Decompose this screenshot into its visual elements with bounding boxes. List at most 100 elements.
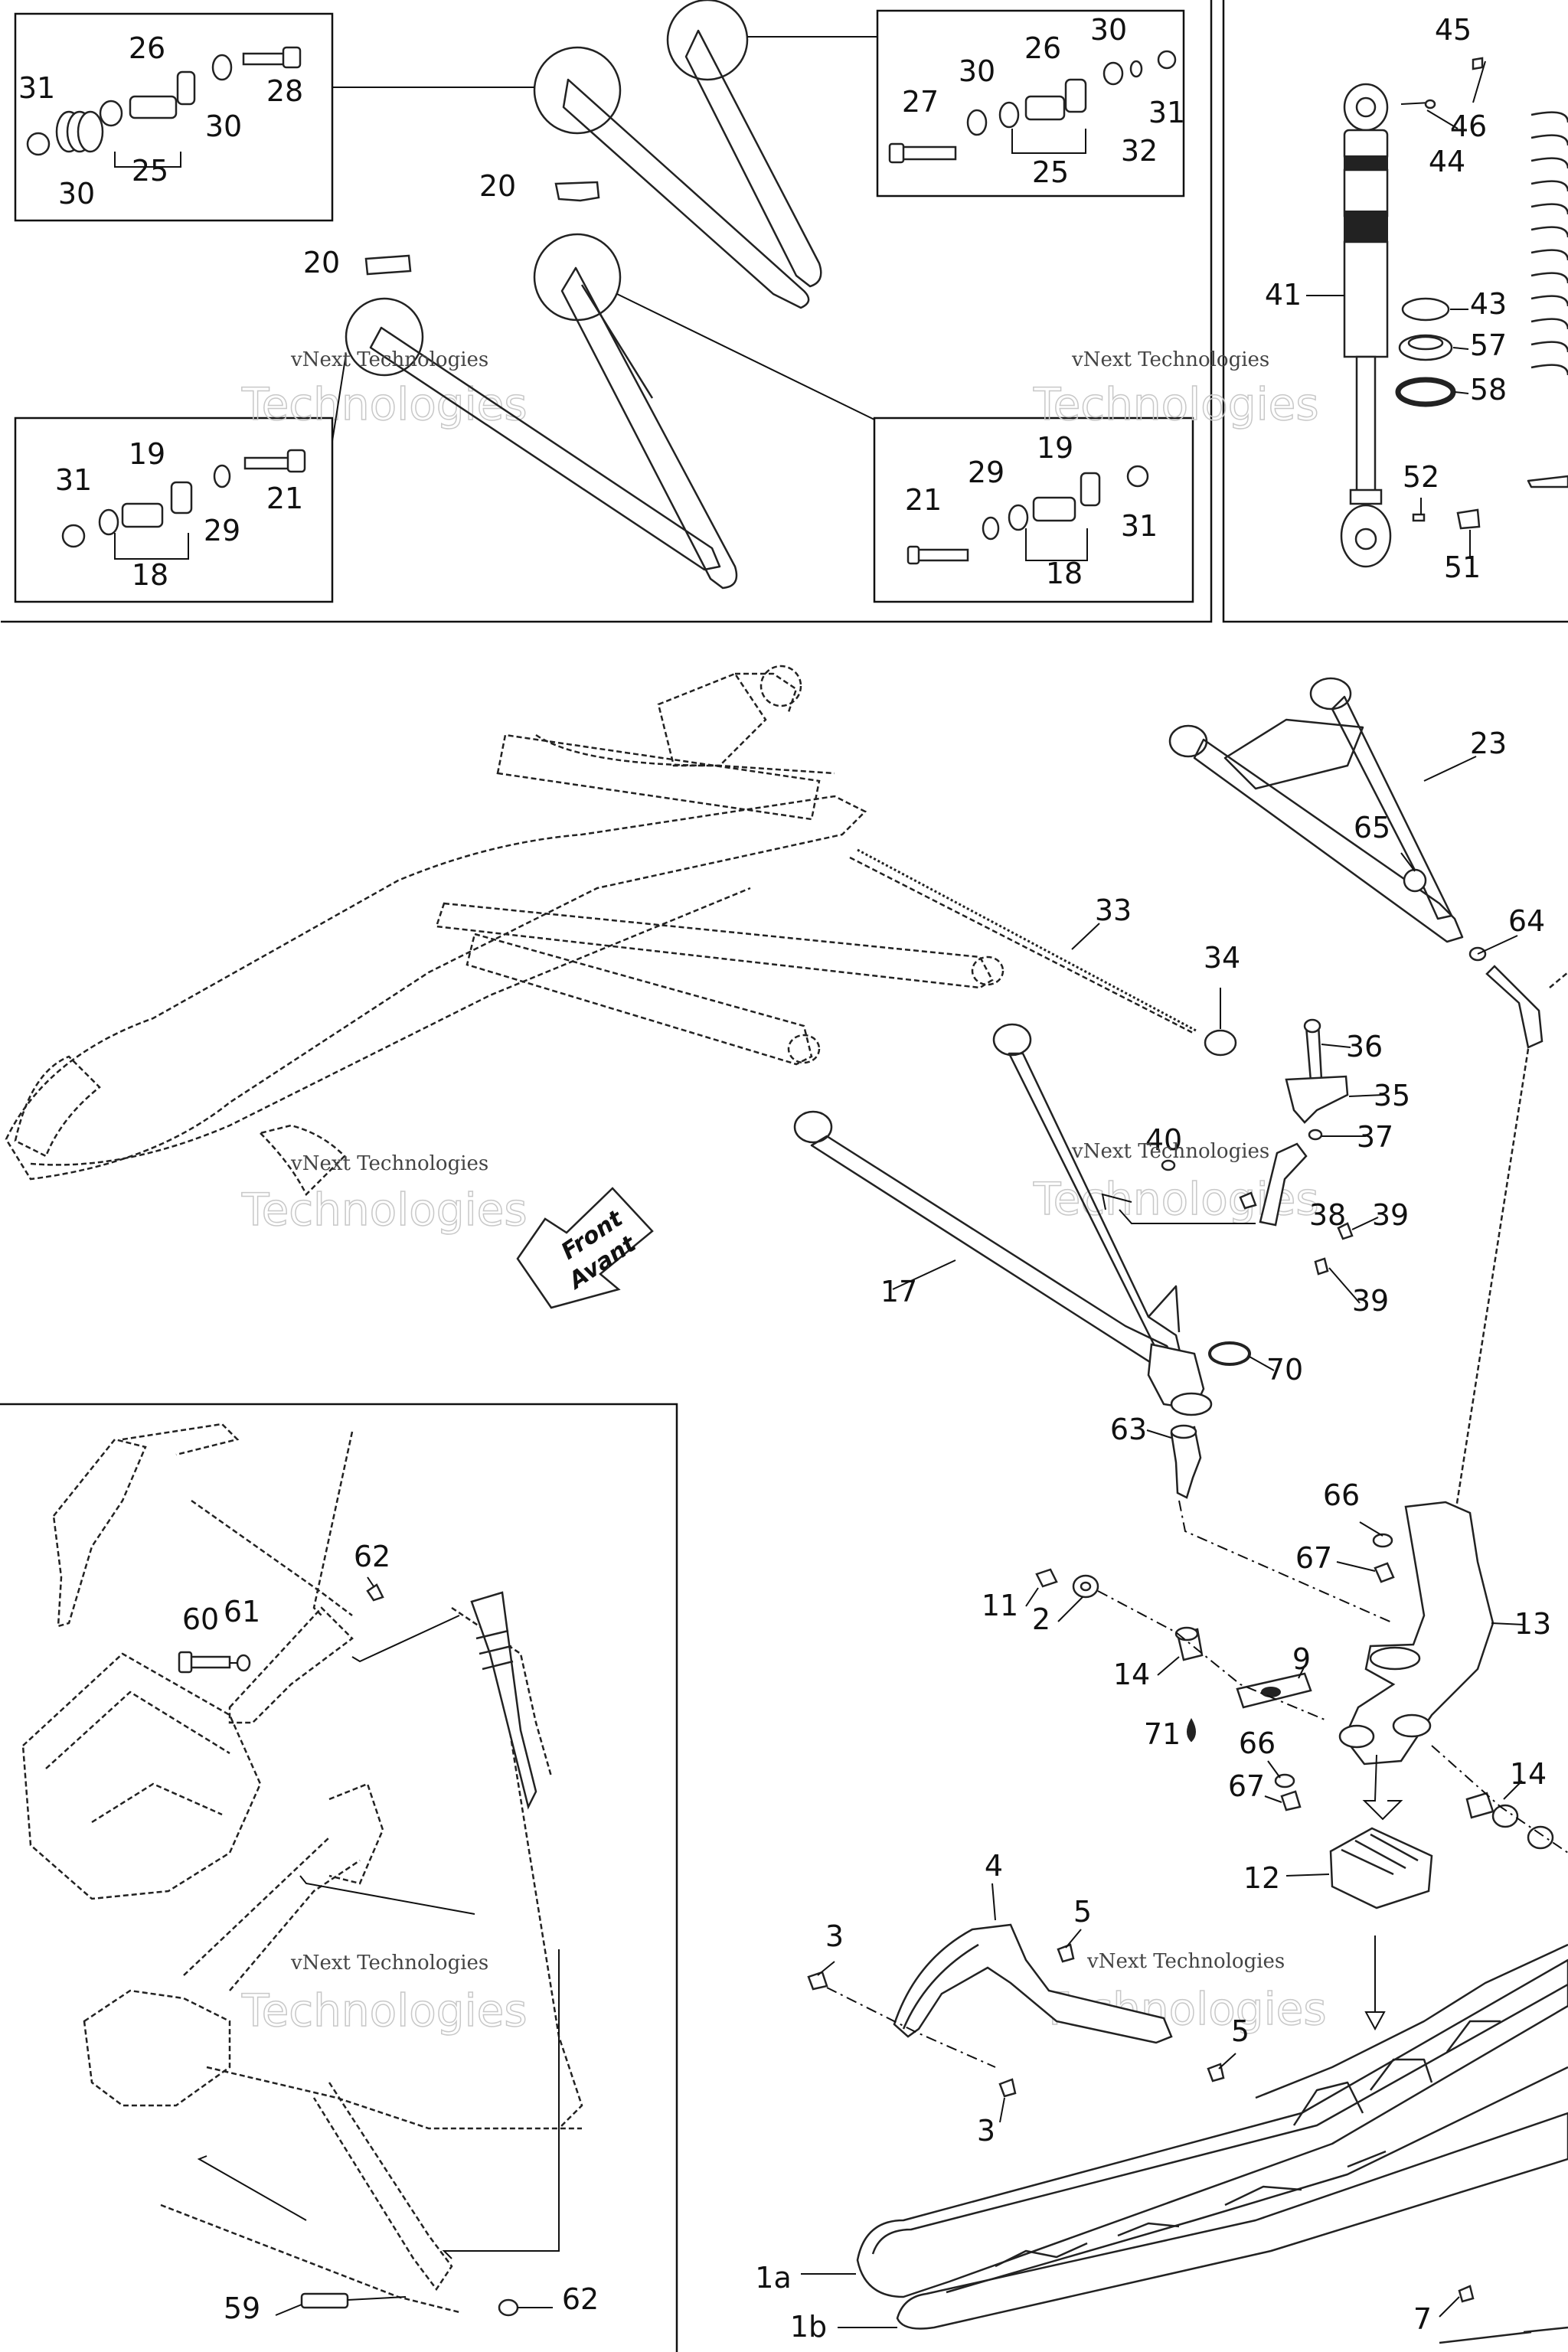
- callout-23: 23: [1470, 727, 1507, 760]
- callout-12: 12: [1243, 1861, 1280, 1895]
- callout-7: 7: [1413, 2302, 1432, 2336]
- callout-40: 40: [1145, 1123, 1182, 1157]
- callout-62b: 62: [562, 2282, 599, 2316]
- top-right-panel-border: [1222, 0, 1568, 623]
- watermark-4: vNext Technologies: [1071, 1140, 1269, 1163]
- callout-39b: 39: [1352, 1284, 1389, 1318]
- callout-5a: 5: [1073, 1895, 1092, 1929]
- watermark-6: vNext Technologies: [1086, 1950, 1285, 1973]
- inset-hardware-upper-right: [888, 50, 1177, 164]
- frame-inset-illustration: [21, 1423, 583, 2317]
- callout-63: 63: [1110, 1413, 1147, 1446]
- callout-30b: 30: [58, 177, 95, 211]
- watermark-2: vNext Technologies: [1071, 348, 1269, 371]
- callout-3b: 3: [977, 2114, 995, 2148]
- callout-19a: 19: [129, 437, 165, 471]
- callout-41: 41: [1265, 278, 1302, 312]
- callout-29a: 29: [204, 514, 240, 547]
- ski-loop-4: [807, 1883, 1236, 2123]
- detail-circle-1: [533, 46, 622, 135]
- callout-11: 11: [982, 1589, 1018, 1622]
- callout-46: 46: [1450, 109, 1487, 143]
- callout-52: 52: [1403, 460, 1439, 494]
- callout-65: 65: [1354, 811, 1390, 844]
- callout-37: 37: [1357, 1120, 1393, 1154]
- callout-39a: 39: [1372, 1198, 1409, 1232]
- callout-58: 58: [1470, 373, 1507, 407]
- bottom-left-panel-border: [0, 1403, 678, 2352]
- callout-51: 51: [1444, 550, 1481, 584]
- callout-36: 36: [1346, 1030, 1383, 1063]
- callout-43: 43: [1470, 287, 1507, 321]
- callout-14a: 14: [1113, 1658, 1150, 1691]
- callout-28: 28: [266, 74, 303, 108]
- detail-circle-4: [345, 297, 424, 377]
- callout-61: 61: [224, 1595, 260, 1628]
- upper-control-arm-23: [1168, 677, 1568, 1616]
- watermark-text-layer: vNext Technologies vNext Technologies vNex…: [290, 348, 1285, 1975]
- pivot-hardware: [1025, 1568, 1568, 1854]
- inset-hardware-lower-right: [906, 465, 1149, 565]
- callout-31a: 31: [18, 71, 55, 105]
- watermark-outline-layer: Technologies Technologies Technologies T…: [240, 377, 1327, 2037]
- callout-66b: 66: [1239, 1726, 1276, 1760]
- detail-circle-3: [533, 233, 622, 322]
- svg-text:Technologies: Technologies: [241, 1184, 528, 1236]
- callout-1b: 1b: [790, 2310, 827, 2344]
- callout-30d: 30: [1090, 13, 1127, 47]
- callout-14b: 14: [1510, 1757, 1547, 1791]
- callout-20b: 20: [303, 246, 340, 279]
- front-suspension-assembly: [5, 665, 1197, 1197]
- watermark-1: vNext Technologies: [290, 348, 488, 371]
- callout-21b: 21: [905, 483, 942, 517]
- wear-block-12: [1285, 1827, 1433, 2031]
- callout-9: 9: [1292, 1642, 1311, 1676]
- callout-70: 70: [1266, 1353, 1303, 1387]
- callout-35: 35: [1374, 1079, 1410, 1112]
- callout-3a: 3: [825, 1919, 844, 1953]
- callout-25b: 25: [1032, 155, 1069, 189]
- callout-44: 44: [1429, 145, 1465, 178]
- watermark-3: vNext Technologies: [290, 1152, 488, 1175]
- callout-30a: 30: [205, 109, 242, 143]
- callout-66a: 66: [1323, 1478, 1360, 1512]
- callout-31c: 31: [55, 463, 92, 497]
- inset-hardware-lower-left: [61, 449, 306, 560]
- callout-57: 57: [1470, 328, 1507, 362]
- sway-bar-linkage: [1101, 988, 1385, 1304]
- callout-1a: 1a: [755, 2261, 791, 2295]
- svg-text:Technologies: Technologies: [241, 1984, 528, 2037]
- callout-26a: 26: [129, 31, 165, 65]
- callout-18b: 18: [1046, 557, 1083, 590]
- callout-64: 64: [1508, 904, 1545, 938]
- callout-32: 32: [1121, 134, 1158, 168]
- inset-box-lower-right: [873, 416, 1194, 603]
- callout-4: 4: [985, 1849, 1003, 1883]
- callout-33: 33: [1095, 893, 1132, 927]
- ski-assembly: [801, 1943, 1568, 2344]
- inset-box-upper-right: [876, 9, 1185, 198]
- top-left-panel-border: [1, 0, 1213, 623]
- callout-20a: 20: [479, 169, 516, 203]
- callout-25a: 25: [132, 154, 168, 188]
- callout-38: 38: [1309, 1198, 1346, 1232]
- callout-60: 60: [182, 1602, 219, 1636]
- callout-34: 34: [1204, 941, 1240, 975]
- callout-62a: 62: [354, 1540, 390, 1573]
- callout-21a: 21: [266, 482, 303, 515]
- callout-5b: 5: [1231, 2014, 1250, 2048]
- callout-45: 45: [1435, 13, 1472, 47]
- inset-box-upper-left: [14, 12, 334, 222]
- lower-control-arm-17: [793, 1023, 1275, 1416]
- a-arm-top-illustration: [332, 0, 877, 590]
- inset-hardware-upper-left: [26, 46, 302, 168]
- callout-18a: 18: [132, 558, 168, 592]
- callout-27: 27: [902, 85, 939, 119]
- svg-text:Technologies: Technologies: [1033, 378, 1319, 430]
- callout-29b: 29: [968, 456, 1004, 489]
- callout-31d: 31: [1121, 509, 1158, 543]
- callout-71: 71: [1144, 1717, 1181, 1751]
- detail-circle-2: [666, 0, 749, 81]
- callout-2: 2: [1032, 1602, 1050, 1636]
